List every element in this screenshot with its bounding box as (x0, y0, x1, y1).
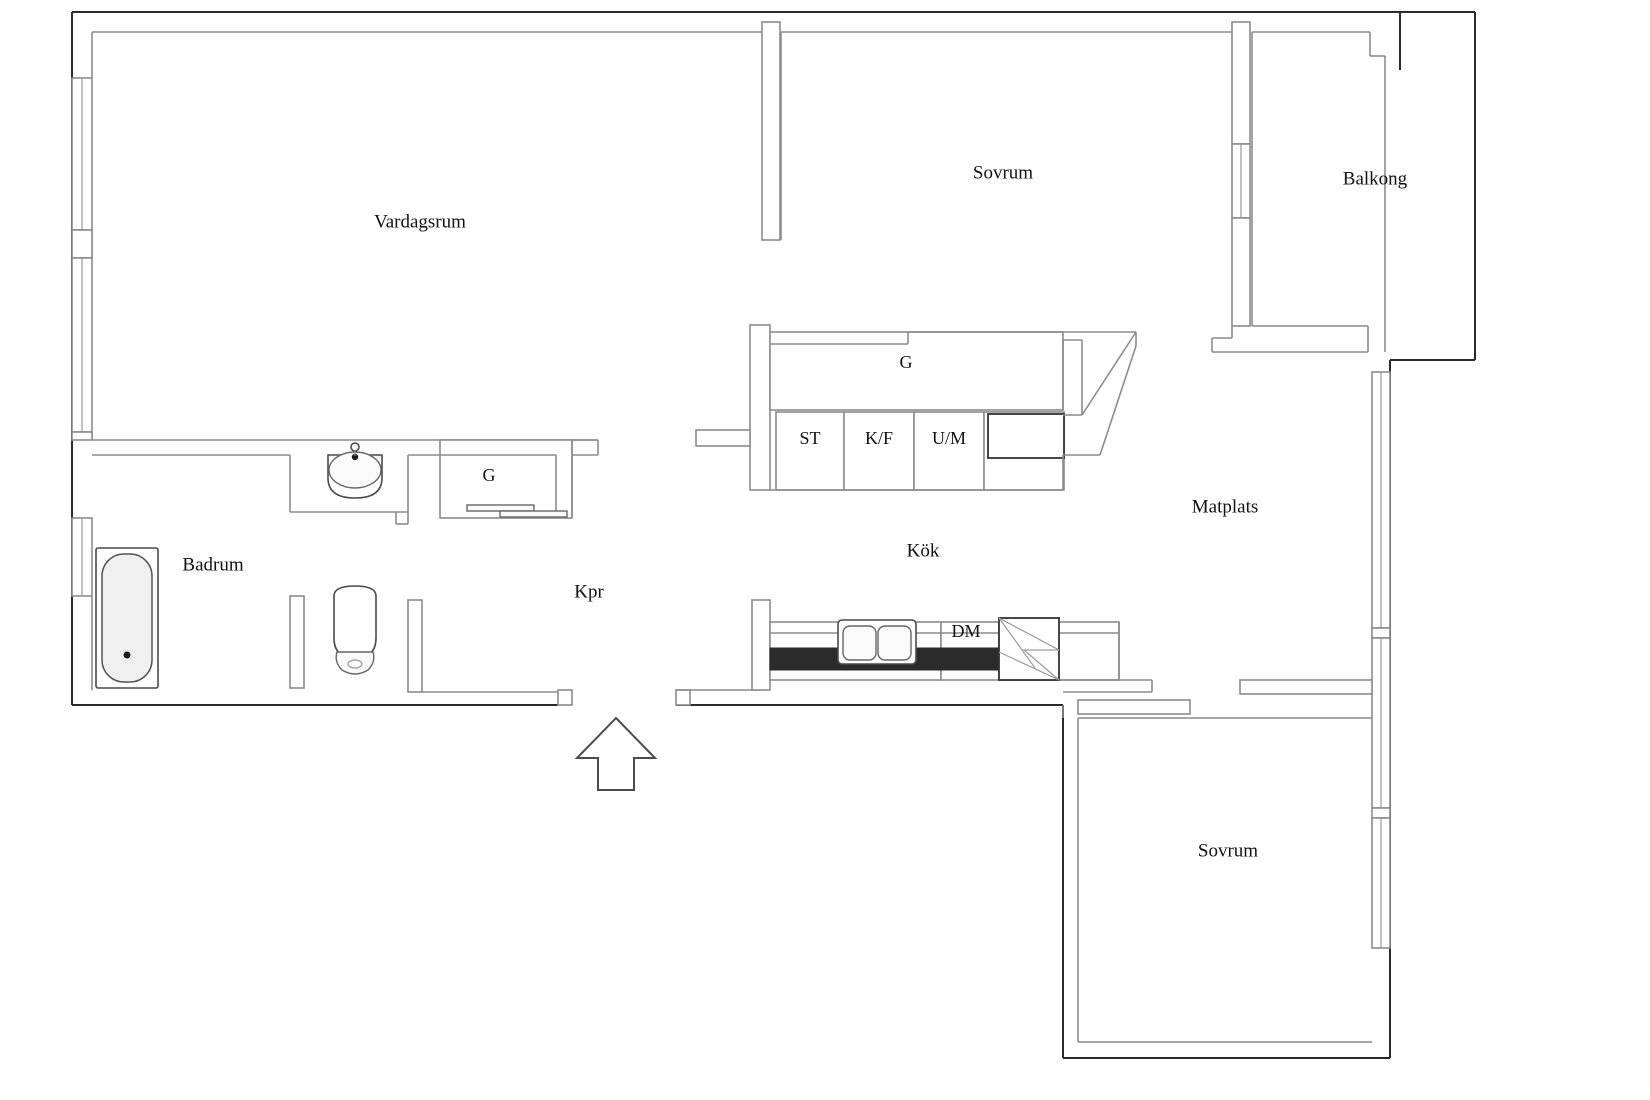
wall-kpr-door-jamb-left (557, 689, 573, 706)
wall-sovrum-right-a (1231, 21, 1251, 145)
windows-left-wall (71, 77, 93, 597)
washbasin-faucet (350, 442, 360, 452)
label-fridge-freezer: K/F (865, 428, 893, 448)
unit-st-box (775, 411, 845, 491)
window-left-jamb-1 (71, 229, 93, 259)
label-storage: ST (799, 428, 820, 448)
windows-right-wall (1371, 371, 1391, 949)
room-vardagsrum (92, 21, 781, 456)
outer-wall-inner-skin (91, 31, 1370, 690)
label-matplats: Matplats (1192, 496, 1259, 517)
label-closet-hall: G (483, 465, 496, 485)
closet-hall-slider-a (466, 504, 535, 512)
room-kpr (557, 689, 762, 706)
label-badrum: Badrum (182, 554, 243, 575)
label-dishwasher: DM (951, 621, 980, 641)
toilet-tank-bowl (333, 585, 377, 659)
wall-counter-pier (751, 599, 771, 691)
label-vardagsrum: Vardagsrum (374, 211, 466, 232)
toilet-seat (335, 651, 375, 675)
kitchen-sink-bowl-right (877, 625, 912, 661)
room-sovrum-top (780, 21, 1251, 327)
wall-sovrum-right-b (1231, 217, 1251, 327)
wall-vardagsrum-sovrum (761, 21, 781, 241)
wall-kpr-door-jamb-right (675, 689, 691, 706)
window-left-jamb-2 (71, 431, 93, 441)
wall-kitchen-stub (695, 429, 751, 447)
window-right-jamb-1 (1371, 627, 1391, 639)
entrance-arrow-shape (574, 716, 658, 791)
kitchen-upper-units (695, 324, 1137, 491)
room-sovrum-bottom (1062, 699, 1372, 1043)
bathtub-basin (101, 553, 153, 683)
fixture-labels: G G ST K/F U/M DM (483, 352, 981, 641)
kitchen-sink-bowl-left (842, 625, 877, 661)
kitchen-lower-counter (751, 599, 1152, 691)
wall-kitchen-diagonal-outer (1081, 331, 1137, 416)
wall-kitchen-diagonal-inner (1099, 345, 1137, 456)
closet-hall-slider-b (499, 510, 568, 518)
stove-symbol-diag (998, 617, 1036, 669)
entrance-arrow (574, 716, 658, 791)
unit-counter-top-dark (987, 413, 1065, 459)
stove-symbol (998, 617, 1060, 681)
label-kpr: Kpr (574, 581, 604, 602)
wall-kitchen-pier (749, 324, 771, 491)
label-sovrum-top: Sovrum (973, 162, 1033, 183)
room-balkong (1211, 32, 1386, 353)
window-right-jamb-2 (1371, 807, 1391, 819)
room-labels: Vardagsrum Sovrum Balkong Badrum Kpr Kök… (182, 162, 1407, 861)
room-badrum (95, 442, 558, 693)
wall-badrum-partition (289, 595, 305, 689)
washbasin-drain (351, 453, 359, 461)
room-matplats (1063, 679, 1373, 695)
bathtub-drain (123, 651, 131, 659)
closet-hall (439, 439, 599, 519)
stove-box (998, 617, 1060, 681)
label-closet-kitchen: G (900, 352, 913, 372)
label-balkong: Balkong (1343, 168, 1408, 189)
unit-um-box (913, 411, 985, 491)
label-oven-micro: U/M (932, 428, 966, 448)
wall-sovrum-header-left (1077, 699, 1191, 715)
door-matplats-sovrum (1239, 679, 1373, 695)
label-sovrum-bottom: Sovrum (1198, 840, 1258, 861)
unit-kf-box (843, 411, 915, 491)
wall-wc-right (407, 599, 423, 693)
label-kok: Kök (907, 540, 940, 561)
toilet-flush-plate (347, 659, 363, 669)
